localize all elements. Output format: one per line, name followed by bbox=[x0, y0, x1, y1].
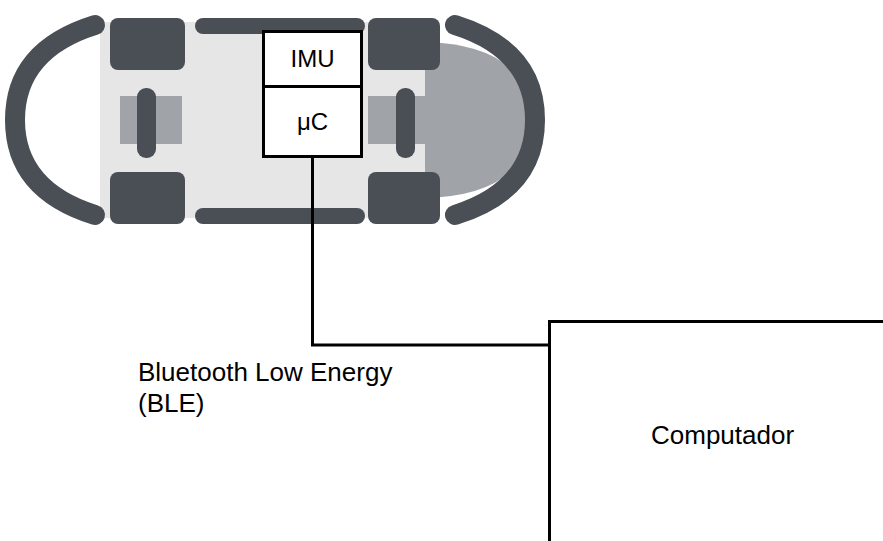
sensor-box: IMU bbox=[262, 30, 363, 88]
node-text: IMU bbox=[291, 45, 335, 73]
node-text: Computador bbox=[651, 420, 794, 451]
link-label: Bluetooth Low Energy (BLE) bbox=[138, 357, 438, 419]
node-text: μC bbox=[297, 108, 328, 136]
ble-link bbox=[313, 158, 550, 345]
microcontroller-box: μC bbox=[262, 85, 363, 158]
computer-box: Computador bbox=[548, 320, 883, 541]
